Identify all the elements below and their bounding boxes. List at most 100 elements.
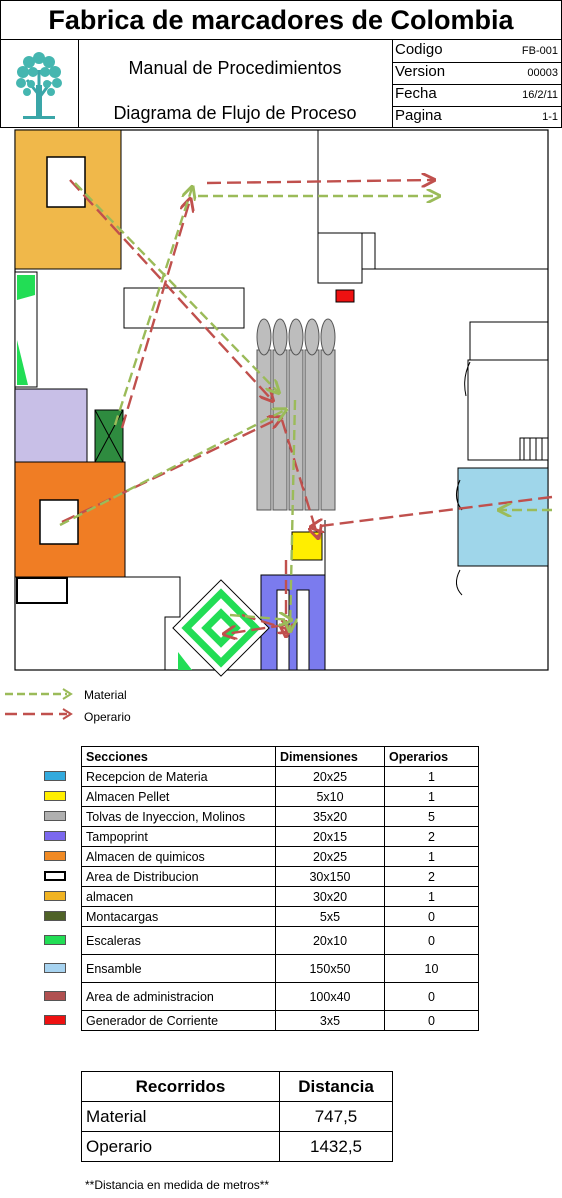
section-color-swatch xyxy=(44,891,66,901)
table-row: Material 747,5 xyxy=(81,1101,393,1132)
section-dimension: 20x25 xyxy=(275,766,385,787)
section-dimension: 5x5 xyxy=(275,906,385,927)
floor-plan xyxy=(14,129,553,677)
route-name: Material xyxy=(81,1101,280,1132)
sections-header-row: Secciones Dimensiones Operarios xyxy=(81,746,479,767)
routes-header-row: Recorridos Distancia xyxy=(81,1071,393,1102)
section-name: Almacen de quimicos xyxy=(81,846,276,867)
section-name: Recepcion de Materia xyxy=(81,766,276,787)
legend-material-label: Material xyxy=(84,688,127,702)
section-operators: 2 xyxy=(384,866,479,887)
meta-key: Codigo xyxy=(395,41,443,58)
meta-key: Fecha xyxy=(395,85,437,102)
material-arrow-icon xyxy=(5,688,73,700)
section-color-swatch xyxy=(44,771,66,781)
col-secciones: Secciones xyxy=(81,746,276,767)
tree-logo-icon xyxy=(1,40,79,127)
section-color-swatch xyxy=(44,963,66,973)
section-name: Tampoprint xyxy=(81,826,276,847)
meta-value: 16/2/11 xyxy=(522,89,558,101)
section-color-swatch xyxy=(44,791,66,801)
meta-value: FB-001 xyxy=(521,45,558,57)
section-dimension: 20x10 xyxy=(275,926,385,955)
section-dimension: 3x5 xyxy=(275,1010,385,1031)
operario-route xyxy=(61,180,553,635)
section-dimension: 30x150 xyxy=(275,866,385,887)
section-color-swatch xyxy=(44,871,66,881)
tampoprint-area xyxy=(260,574,326,671)
section-dimension: 150x50 xyxy=(275,954,385,983)
meta-key: Pagina xyxy=(395,107,442,124)
distance-note: **Distancia en medida de metros** xyxy=(85,1178,270,1192)
col-recorridos: Recorridos xyxy=(81,1071,280,1102)
section-operators: 1 xyxy=(384,886,479,907)
section-color-swatch xyxy=(44,991,66,1001)
section-operators: 5 xyxy=(384,806,479,827)
section-dimension: 20x25 xyxy=(275,846,385,867)
section-dimension: 30x20 xyxy=(275,886,385,907)
section-name: Montacargas xyxy=(81,906,276,927)
section-operators: 0 xyxy=(384,1010,479,1031)
escaleras-diamond xyxy=(172,579,270,677)
document-meta: Codigo FB-001 Version 00003 Fecha 16/2/1… xyxy=(392,40,561,127)
section-name: Almacen Pellet xyxy=(81,786,276,807)
manual-subtitle: Manual de Procedimientos xyxy=(128,58,342,78)
section-dimension: 20x15 xyxy=(275,826,385,847)
section-color-swatch xyxy=(44,851,66,861)
section-operators: 1 xyxy=(384,786,479,807)
meta-row-pagina: Pagina 1-1 xyxy=(392,106,561,128)
section-color-swatch xyxy=(44,935,66,945)
generador-area xyxy=(335,289,355,303)
section-name: Ensamble xyxy=(81,954,276,983)
header-block: Manual de Procedimientos Diagrama de Flu… xyxy=(0,39,562,128)
section-name: Escaleras xyxy=(81,926,276,955)
meta-row-version: Version 00003 xyxy=(392,62,561,85)
section-dimension: 35x20 xyxy=(275,806,385,827)
section-name: Generador de Corriente xyxy=(81,1010,276,1031)
meta-row-fecha: Fecha 16/2/11 xyxy=(392,84,561,107)
section-name: Area de administracion xyxy=(81,982,276,1011)
section-operators: 0 xyxy=(384,906,479,927)
section-color-swatch xyxy=(44,1015,66,1025)
operario-arrow-icon xyxy=(5,708,73,720)
table-row: Operario 1432,5 xyxy=(81,1131,393,1162)
section-name: almacen xyxy=(81,886,276,907)
route-distance: 747,5 xyxy=(279,1101,393,1132)
section-color-swatch xyxy=(44,911,66,921)
meta-key: Version xyxy=(395,63,446,80)
route-distance: 1432,5 xyxy=(279,1131,393,1162)
diagram-subtitle: Diagrama de Flujo de Proceso xyxy=(113,103,357,123)
section-operators: 2 xyxy=(384,826,479,847)
col-operarios: Operarios xyxy=(384,746,479,767)
section-operators: 1 xyxy=(384,846,479,867)
legend-operario-label: Operario xyxy=(84,710,131,724)
section-name: Area de Distribucion xyxy=(81,866,276,887)
col-distancia: Distancia xyxy=(279,1071,393,1102)
route-name: Operario xyxy=(81,1131,280,1162)
document-title: Fabrica de marcadores de Colombia xyxy=(0,0,562,40)
tolvas-area xyxy=(256,318,336,511)
section-color-swatch xyxy=(44,831,66,841)
routes-table: Recorridos Distancia Material 747,5 Oper… xyxy=(81,1071,393,1162)
section-name: Tolvas de Inyeccion, Molinos xyxy=(81,806,276,827)
section-operators: 0 xyxy=(384,982,479,1011)
sections-table: Secciones Dimensiones Operarios Recepcio… xyxy=(81,746,479,1031)
section-operators: 0 xyxy=(384,926,479,955)
recepcion-area xyxy=(457,467,549,567)
section-operators: 1 xyxy=(384,766,479,787)
meta-value: 00003 xyxy=(527,67,558,79)
section-dimension: 100x40 xyxy=(275,982,385,1011)
administracion-area xyxy=(14,388,88,463)
meta-value: 1-1 xyxy=(542,111,558,123)
